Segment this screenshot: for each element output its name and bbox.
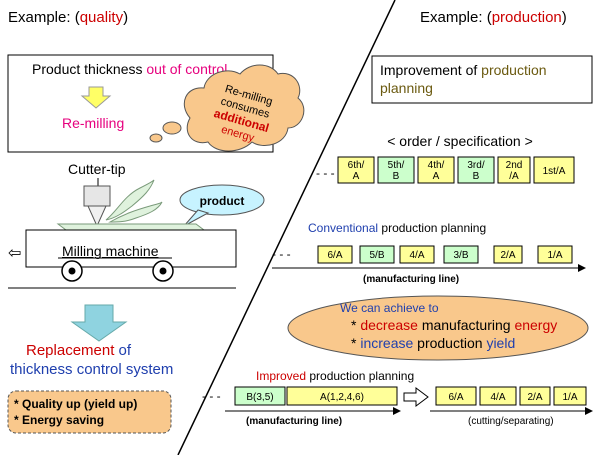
replacement-line2: thickness control system [10, 361, 173, 378]
improved-item-b [234, 386, 286, 406]
order-label-bottom: A [433, 171, 440, 182]
down-arrow-small-icon [80, 86, 112, 109]
cutter-body [83, 185, 111, 207]
product-bubble-tail [183, 209, 210, 227]
achieve-ellipse [287, 295, 589, 361]
cutter-tip-shape [87, 205, 107, 228]
left-example-heading: Example: (quality) [8, 9, 128, 26]
problem-text: Product thickness out of control [32, 61, 227, 77]
cut-item [435, 386, 477, 406]
cut-line-label: (cutting/separating) [468, 416, 554, 427]
order-box [337, 156, 375, 184]
conventional-item-label: 1/A [547, 250, 562, 261]
wheel-right-hub [159, 267, 167, 275]
milling-machine-body [25, 229, 237, 268]
product-sheet [56, 223, 206, 231]
product-bubble [179, 184, 265, 216]
order-label-bottom: B [473, 171, 480, 182]
order-label-top: 4th/ [428, 160, 445, 171]
conventional-item [537, 245, 573, 264]
direction-arrow-icon: ⇦ [8, 245, 21, 262]
improved-item-a [286, 386, 398, 406]
order-label-top: 6th/ [348, 160, 365, 171]
conventional-item [399, 245, 435, 264]
order-label-top: 1st/A [543, 166, 566, 177]
cut-item-label: 1/A [562, 392, 577, 403]
cutter-tip-label: Cutter-tip [68, 161, 126, 177]
order-dash: - - - [316, 166, 335, 180]
improved-dash: - - - [202, 389, 221, 403]
conventional-item-label: 6/A [327, 250, 342, 261]
benefit-quality: * Quality up (yield up) [14, 397, 137, 411]
conventional-row: 6/A 5/B 4/A 3/B 2/A 1/A [317, 245, 573, 264]
order-label-bottom: B [393, 171, 400, 182]
replacement-line1: Replacement of [26, 342, 132, 359]
cut-row: 6/A 4/A 2/A 1/A [435, 386, 587, 406]
order-label-top: 2nd [506, 160, 523, 171]
order-label-top: 3rd/ [467, 160, 484, 171]
order-box [497, 156, 531, 184]
improvement-box [371, 55, 593, 104]
cut-item [553, 386, 587, 406]
chip-swirl-2 [108, 201, 163, 223]
order-label-bottom: /A [509, 171, 519, 182]
conventional-item-label: 3/B [453, 250, 468, 261]
achieve-title: We can achieve to [340, 301, 439, 315]
orders-row: 6th/A 5th/B 4th/A 3rd/B 2nd/A 1st/A [337, 156, 575, 184]
energy-cloud [183, 64, 305, 152]
order-label-top: 5th/ [388, 160, 405, 171]
conventional-item-label: 2/A [500, 250, 515, 261]
conventional-item [493, 245, 523, 264]
conventional-item [359, 245, 395, 264]
improved-title: Improved production planning [256, 369, 414, 383]
order-box [457, 156, 495, 184]
right-example-heading: Example: (production) [420, 9, 567, 26]
order-box [533, 156, 575, 184]
conventional-item-label: 4/A [409, 250, 424, 261]
improvement-line1: Improvement of production [380, 62, 547, 78]
down-arrow-large-icon [70, 304, 128, 342]
achieve-item-energy: * decrease manufacturing energy [351, 317, 557, 333]
conventional-title: Conventional production planning [308, 221, 486, 235]
transform-arrow-icon [403, 387, 429, 407]
order-box [417, 156, 455, 184]
benefit-energy: * Energy saving [14, 413, 104, 427]
conventional-dash: - - - [272, 247, 291, 261]
divider-line [177, 0, 396, 455]
chip-swirl-1 [105, 179, 155, 221]
cut-item [479, 386, 517, 406]
cut-item-label: 6/A [448, 392, 463, 403]
product-label: product [200, 194, 245, 208]
milling-machine-label: Milling machine [62, 243, 159, 259]
cut-item-label: 2/A [527, 392, 542, 403]
cut-item-label: 4/A [490, 392, 505, 403]
improved-item-a-label: A(1,2,4,6) [320, 392, 364, 403]
benefits-box [7, 390, 172, 434]
wheel-left-hub [68, 267, 76, 275]
order-label-bottom: A [353, 171, 360, 182]
improved-line-label: (manufacturing line) [246, 416, 342, 427]
order-box [377, 156, 415, 184]
conventional-line-label: (manufacturing line) [363, 274, 459, 285]
conventional-item-label: 5/B [369, 250, 384, 261]
improvement-line2: planning [380, 80, 433, 96]
achieve-item-yield: * increase production yield [351, 335, 515, 351]
cloud-tail-small [149, 133, 163, 143]
order-title: < order / specification > [387, 133, 533, 149]
cut-item [519, 386, 551, 406]
improved-item-b-label: B(3,5) [246, 392, 273, 403]
conventional-item [443, 245, 479, 264]
conventional-item [317, 245, 353, 264]
remilling-text: Re-milling [62, 115, 124, 131]
cloud-tail-medium [162, 121, 182, 135]
